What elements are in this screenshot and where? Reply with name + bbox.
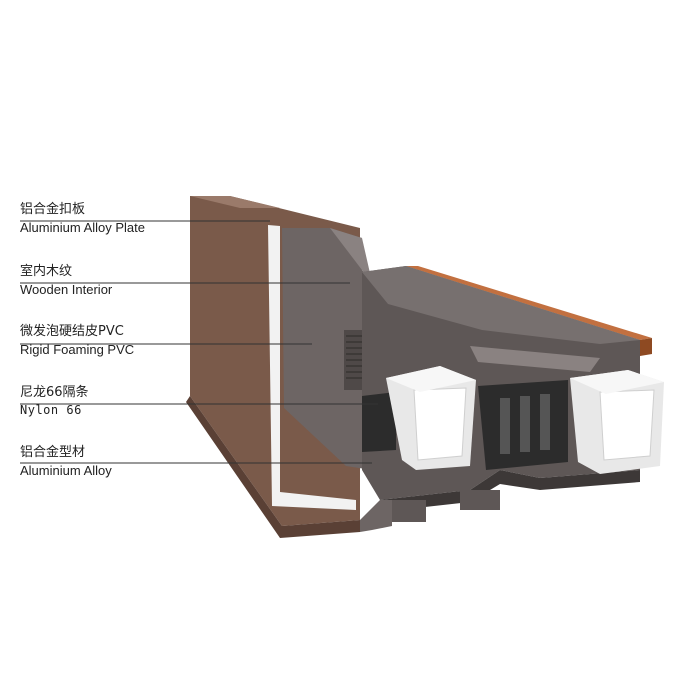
wooden-interior-strip bbox=[406, 266, 652, 356]
label-aluminium-alloy: 铝合金型材 Aluminium Alloy bbox=[20, 446, 112, 477]
label-rigid-foaming-pvc: 微发泡硬结皮PVC Rigid Foaming PVC bbox=[20, 325, 134, 356]
pvc-chamber-left bbox=[386, 366, 476, 470]
label-en: Aluminium Alloy Plate bbox=[20, 220, 145, 235]
label-en: Aluminium Alloy bbox=[20, 463, 112, 478]
label-zh: 铝合金型材 bbox=[20, 445, 86, 460]
label-zh: 室内木纹 bbox=[20, 264, 73, 279]
rigid-foaming-pvc-shape bbox=[282, 228, 372, 470]
pvc-chamber-right bbox=[570, 370, 664, 474]
label-zh: 尼龙66隔条 bbox=[20, 385, 89, 400]
label-wooden-interior: 室内木纹 Wooden Interior bbox=[20, 265, 112, 296]
label-zh: 铝合金扣板 bbox=[20, 202, 86, 217]
label-zh: 微发泡硬结皮PVC bbox=[20, 324, 124, 339]
nylon-66-strip-shape bbox=[362, 380, 568, 470]
label-en: Nylon 66 bbox=[20, 403, 82, 417]
label-nylon-66: 尼龙66隔条 Nylon 66 bbox=[20, 386, 89, 416]
leader-lines bbox=[20, 220, 378, 464]
label-en: Wooden Interior bbox=[20, 282, 113, 297]
label-en: Rigid Foaming PVC bbox=[20, 342, 135, 357]
label-aluminium-alloy-plate: 铝合金扣板 Aluminium Alloy Plate bbox=[20, 203, 145, 234]
